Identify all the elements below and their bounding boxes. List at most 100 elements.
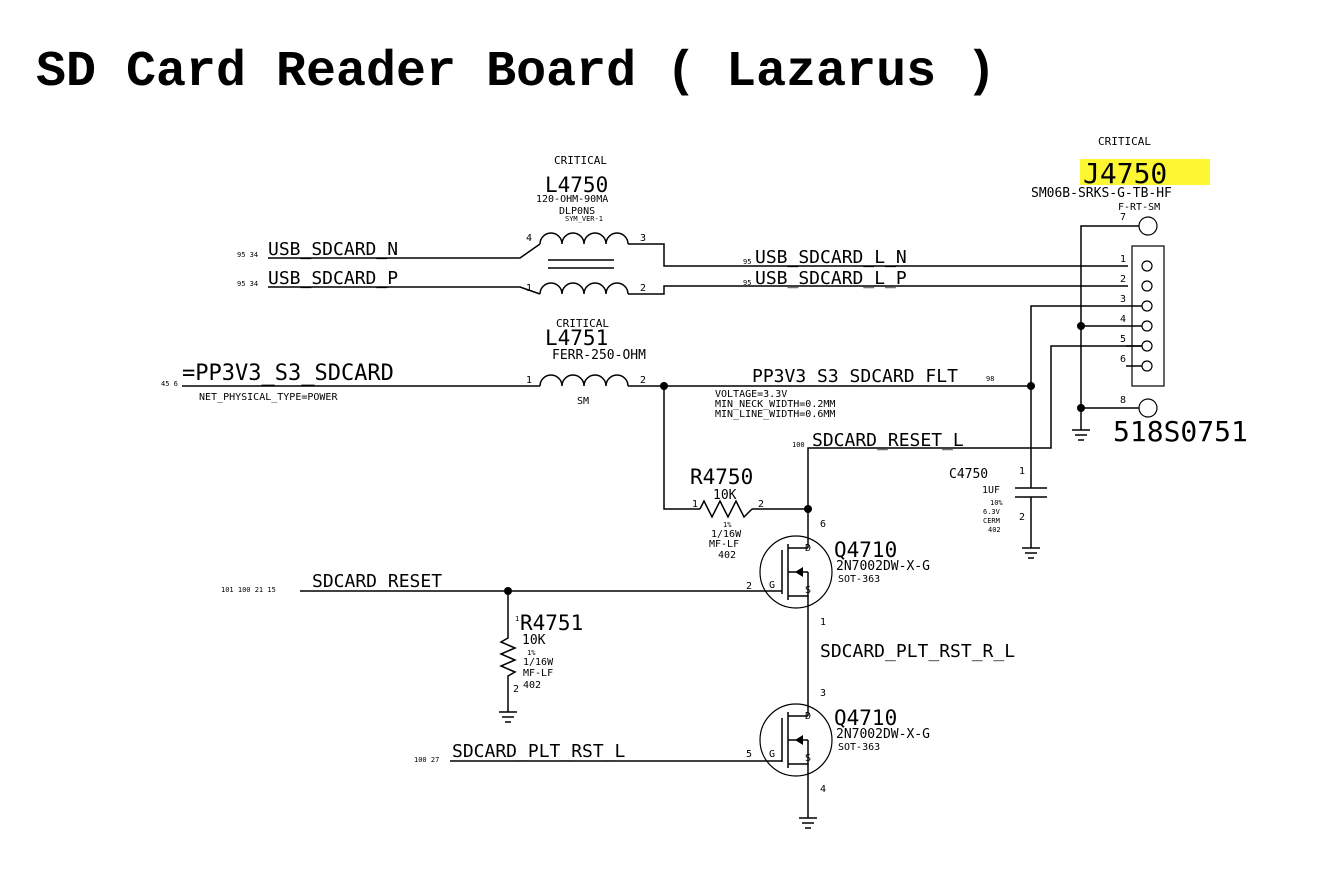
r4750-power: 1/16W <box>711 529 742 540</box>
net-sdcard-reset-l[interactable]: 100 SDCARD_RESET_L <box>792 345 1142 509</box>
net-label: SDCARD_RESET <box>312 571 442 592</box>
q4710b-pin-d: 3 <box>820 688 826 699</box>
net-wire <box>807 345 1142 509</box>
net-label: USB_SDCARD_L_N <box>755 247 907 268</box>
net-sdcard-reset[interactable]: 101 100 21 15 SDCARD_RESET <box>221 571 782 595</box>
q4710b-part: 2N7002DW-X-G <box>836 727 930 742</box>
c4750-voltage: 6.3V <box>983 508 1001 516</box>
r4750-type: MF-LF <box>709 539 739 550</box>
l4750-part: DLP0NS <box>559 206 595 217</box>
net-pp3v3-s3-sdcard[interactable]: 45 6 =PP3V3_S3_SDCARD NET_PHYSICAL_TYPE=… <box>161 361 540 403</box>
l4751-ref: L4751 <box>545 326 608 350</box>
r4751-power: 1/16W <box>523 657 554 668</box>
j4750-type: F-RT-SM <box>1118 202 1160 213</box>
net-neck-width-property: MIN_NECK_WIDTH=0.2MM <box>715 399 835 410</box>
c4750-ref: C4750 <box>949 467 988 482</box>
q4710-transistor-a[interactable]: D G S 6 2 1 Q4710 2N7002DW-X-G SOT-363 <box>746 509 930 709</box>
j4750-shield-pin-7 <box>1138 216 1158 236</box>
junction-dot <box>1077 322 1085 330</box>
net-label: USB_SDCARD_L_P <box>755 268 907 289</box>
q4710a-arrow-icon <box>795 567 803 577</box>
net-page-ref: 45 6 <box>161 380 178 388</box>
q4710a-g-label: G <box>769 580 775 591</box>
net-label: =PP3V3_S3_SDCARD <box>182 361 394 386</box>
net-label: SDCARD_PLT_RST_L <box>452 741 626 762</box>
c4750-tolerance: 10% <box>990 499 1003 507</box>
r4750-value: 10K <box>713 488 737 503</box>
l4751-pin-2: 2 <box>640 375 646 386</box>
l4751-package: SM <box>577 396 589 407</box>
q4710-transistor-b[interactable]: D G S 3 5 4 Q4710 2N7002DW-X-G SOT-363 <box>746 688 930 829</box>
l4750-value: 120-OHM-90MA <box>536 194 608 205</box>
r4751-pin-1: 1 <box>515 615 519 623</box>
c4750-capacitor[interactable]: C4750 1 2 1UF 10% 6.3V CERM 402 <box>949 386 1047 559</box>
r4750-pin-1: 1 <box>692 499 698 510</box>
c4750-pin-2: 2 <box>1019 512 1025 523</box>
net-usb-sdcard-p[interactable]: 95 34 USB_SDCARD_P <box>237 268 541 295</box>
l4750-critical-label: CRITICAL <box>554 154 607 167</box>
r4750-zigzag <box>699 499 753 519</box>
net-sdcard-plt-rst-l[interactable]: 100 27 SDCARD_PLT_RST_L <box>414 741 782 764</box>
l4751-pin-1: 1 <box>526 375 532 386</box>
j4750-ground-bus <box>1080 225 1139 430</box>
r4751-resistor[interactable]: 1 2 R4751 10K 1% 1/16W MF-LF 402 <box>499 591 583 723</box>
r4751-type: MF-LF <box>523 668 553 679</box>
j4750-highlight <box>1080 159 1210 185</box>
r4750-ref: R4750 <box>690 465 753 489</box>
ground-icon <box>1072 429 1090 441</box>
l4751-ferrite[interactable]: CRITICAL L4751 FERR-250-OHM 1 2 SM <box>526 317 646 407</box>
j4750-bom-number: 518S0751 <box>1113 415 1248 448</box>
net-page-ref: 100 27 <box>414 756 439 764</box>
net-property: NET_PHYSICAL_TYPE=POWER <box>199 392 338 403</box>
r4751-tolerance: 1% <box>527 649 536 657</box>
net-page-ref: 95 <box>743 279 751 287</box>
net-page-ref: 98 <box>986 375 994 383</box>
net-label: SDCARD_RESET_L <box>812 430 964 451</box>
j4750-pin-6: 6 <box>1120 354 1126 365</box>
net-line-width-property: MIN_LINE_WIDTH=0.6MM <box>715 409 835 420</box>
net-wire <box>628 243 1128 267</box>
q4710b-ref: Q4710 <box>834 706 897 730</box>
j4750-part: SM06B-SRKS-G-TB-HF <box>1031 186 1172 201</box>
r4751-zigzag <box>499 591 517 712</box>
q4710a-pin-s: 1 <box>820 617 826 628</box>
j4750-pin-5-contact <box>1141 340 1153 352</box>
q4710a-pin-d: 6 <box>820 519 826 530</box>
r4751-pin-2: 2 <box>513 684 519 695</box>
net-pp3v3-s3-sdcard-flt[interactable]: PP3V3_S3_SDCARD_FLT 98 VOLTAGE=3.3V MIN_… <box>628 305 1142 420</box>
ground-icon <box>799 817 817 829</box>
c4750-package: 402 <box>988 526 1001 534</box>
l4750-pin-2: 2 <box>640 283 646 294</box>
j4750-body <box>1131 245 1165 387</box>
l4751-critical-label: CRITICAL <box>556 317 609 330</box>
q4710b-arrow-icon <box>795 735 803 745</box>
r4751-ref: R4751 <box>520 611 583 635</box>
q4710b-g-label: G <box>769 749 775 760</box>
l4750-ref: L4750 <box>545 173 608 197</box>
net-label: PP3V3_S3_SDCARD_FLT <box>752 366 958 387</box>
net-page-ref: 95 34 <box>237 251 258 259</box>
l4750-sym: SYM_VER-1 <box>565 215 603 223</box>
net-sdcard-plt-rst-r-l: SDCARD_PLT_RST_R_L <box>820 641 1015 662</box>
l4751-coil <box>539 374 629 387</box>
q4710b-package: SOT-363 <box>838 742 880 753</box>
l4750-pin-3: 3 <box>640 233 646 244</box>
net-usb-sdcard-n[interactable]: 95 34 USB_SDCARD_N <box>237 239 541 260</box>
q4710a-package: SOT-363 <box>838 574 880 585</box>
r4750-package: 402 <box>718 550 736 561</box>
j4750-pin-4: 4 <box>1120 314 1126 325</box>
net-usb-sdcard-l-p[interactable]: 95 USB_SDCARD_L_P <box>628 268 1128 295</box>
q4710a-d-label: D <box>805 543 811 554</box>
ground-icon <box>1022 547 1040 559</box>
net-usb-sdcard-l-n[interactable]: 95 USB_SDCARD_L_N <box>628 243 1128 268</box>
r4751-value: 10K <box>522 633 546 648</box>
net-page-ref: 95 34 <box>237 280 258 288</box>
j4750-pin-6-contact <box>1141 360 1153 372</box>
l4750-choke[interactable]: CRITICAL L4750 120-OHM-90MA DLP0NS SYM_V… <box>526 154 646 295</box>
net-wire-to-j4750-pin-3 <box>1030 305 1142 386</box>
r4750-resistor[interactable]: R4750 10K 1 2 1% 1/16W MF-LF 402 <box>663 386 812 561</box>
net-page-ref: 100 <box>792 441 805 449</box>
j4750-connector[interactable]: CRITICAL J4750 SM06B-SRKS-G-TB-HF F-RT-S… <box>1031 135 1248 448</box>
